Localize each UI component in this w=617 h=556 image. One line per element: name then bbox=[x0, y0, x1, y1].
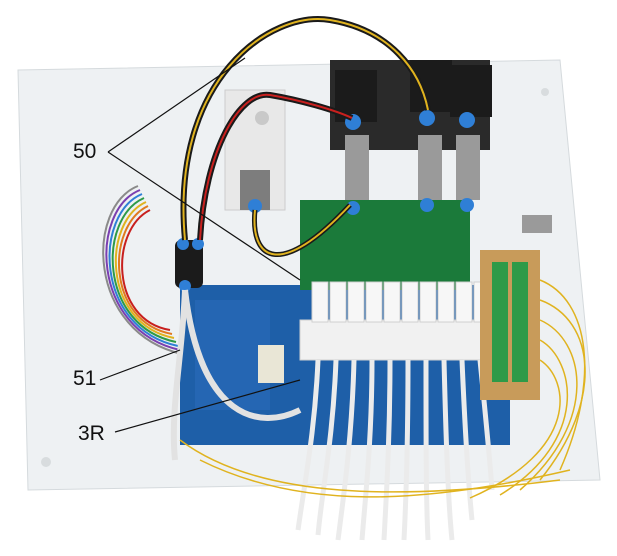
air-tube bbox=[182, 289, 302, 421]
push-fitting bbox=[419, 110, 435, 126]
push-fitting bbox=[179, 280, 191, 292]
valve-body-2 bbox=[418, 135, 442, 200]
callout-label-51: 51 bbox=[73, 367, 97, 390]
terminal-block bbox=[492, 262, 508, 382]
push-fitting bbox=[460, 198, 474, 212]
solenoid-valve-2 bbox=[410, 60, 452, 112]
leader-line-50 bbox=[107, 57, 246, 153]
push-fitting bbox=[420, 198, 434, 212]
cylinder-port-top bbox=[255, 111, 269, 125]
leader-line-50 bbox=[107, 151, 301, 281]
ribbon-cable bbox=[102, 185, 183, 355]
manifold-tubes bbox=[295, 359, 495, 541]
y-connector bbox=[175, 240, 203, 288]
mounting-screw bbox=[41, 457, 51, 467]
manifold-valves bbox=[311, 281, 491, 323]
push-fitting bbox=[346, 201, 360, 215]
leader-line-51 bbox=[99, 349, 181, 381]
leader-line-3R bbox=[114, 379, 301, 433]
callout-label-50: 50 bbox=[73, 140, 97, 163]
mounting-screw bbox=[541, 88, 549, 96]
air-tube bbox=[170, 289, 188, 461]
sensor-wires bbox=[179, 279, 586, 499]
relay-block bbox=[258, 345, 284, 383]
solenoid-valve-3 bbox=[450, 65, 492, 117]
valve-body-3 bbox=[456, 135, 480, 200]
push-fitting bbox=[177, 238, 189, 250]
toggle-switch bbox=[522, 215, 552, 233]
terminal-block bbox=[512, 262, 528, 382]
push-fitting bbox=[459, 112, 475, 128]
push-fitting bbox=[192, 238, 204, 250]
sub-board bbox=[300, 200, 470, 290]
terminal-perfboard bbox=[480, 250, 540, 400]
callout-label-3R: 3R bbox=[78, 422, 105, 445]
push-fitting bbox=[248, 199, 262, 213]
wire-black-yellow bbox=[182, 18, 429, 241]
valve-manifold bbox=[299, 319, 496, 361]
wire-yellow bbox=[253, 204, 351, 256]
wire-red-black bbox=[199, 93, 353, 241]
valve-body-1 bbox=[345, 135, 369, 200]
